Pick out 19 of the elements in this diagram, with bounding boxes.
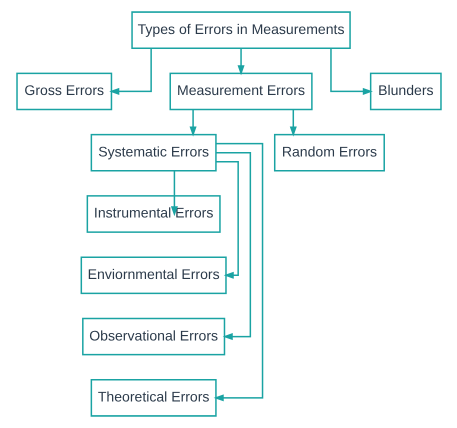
arrow (170, 171, 178, 216)
node-box: Measurement Errors (168, 72, 312, 110)
node-box: Random Errors (273, 134, 384, 172)
node-box: Systematic Errors (90, 134, 216, 172)
arrow (189, 110, 196, 137)
arrow (213, 142, 263, 402)
node-box: Types of Errors in Measurements (130, 11, 350, 49)
node-box: Theoretical Errors (90, 379, 216, 417)
node-box: Gross Errors (16, 72, 112, 110)
arrow (330, 48, 372, 95)
node-box: Instrumental Errors (86, 195, 220, 233)
arrow (215, 152, 251, 340)
arrow (215, 161, 238, 279)
arrow (289, 110, 296, 137)
node-box: Observational Errors (82, 318, 225, 356)
node-box: Blunders (369, 72, 442, 110)
node-box: Enviornmental Errors (80, 256, 226, 294)
arrow (237, 48, 244, 76)
arrow (108, 48, 152, 95)
